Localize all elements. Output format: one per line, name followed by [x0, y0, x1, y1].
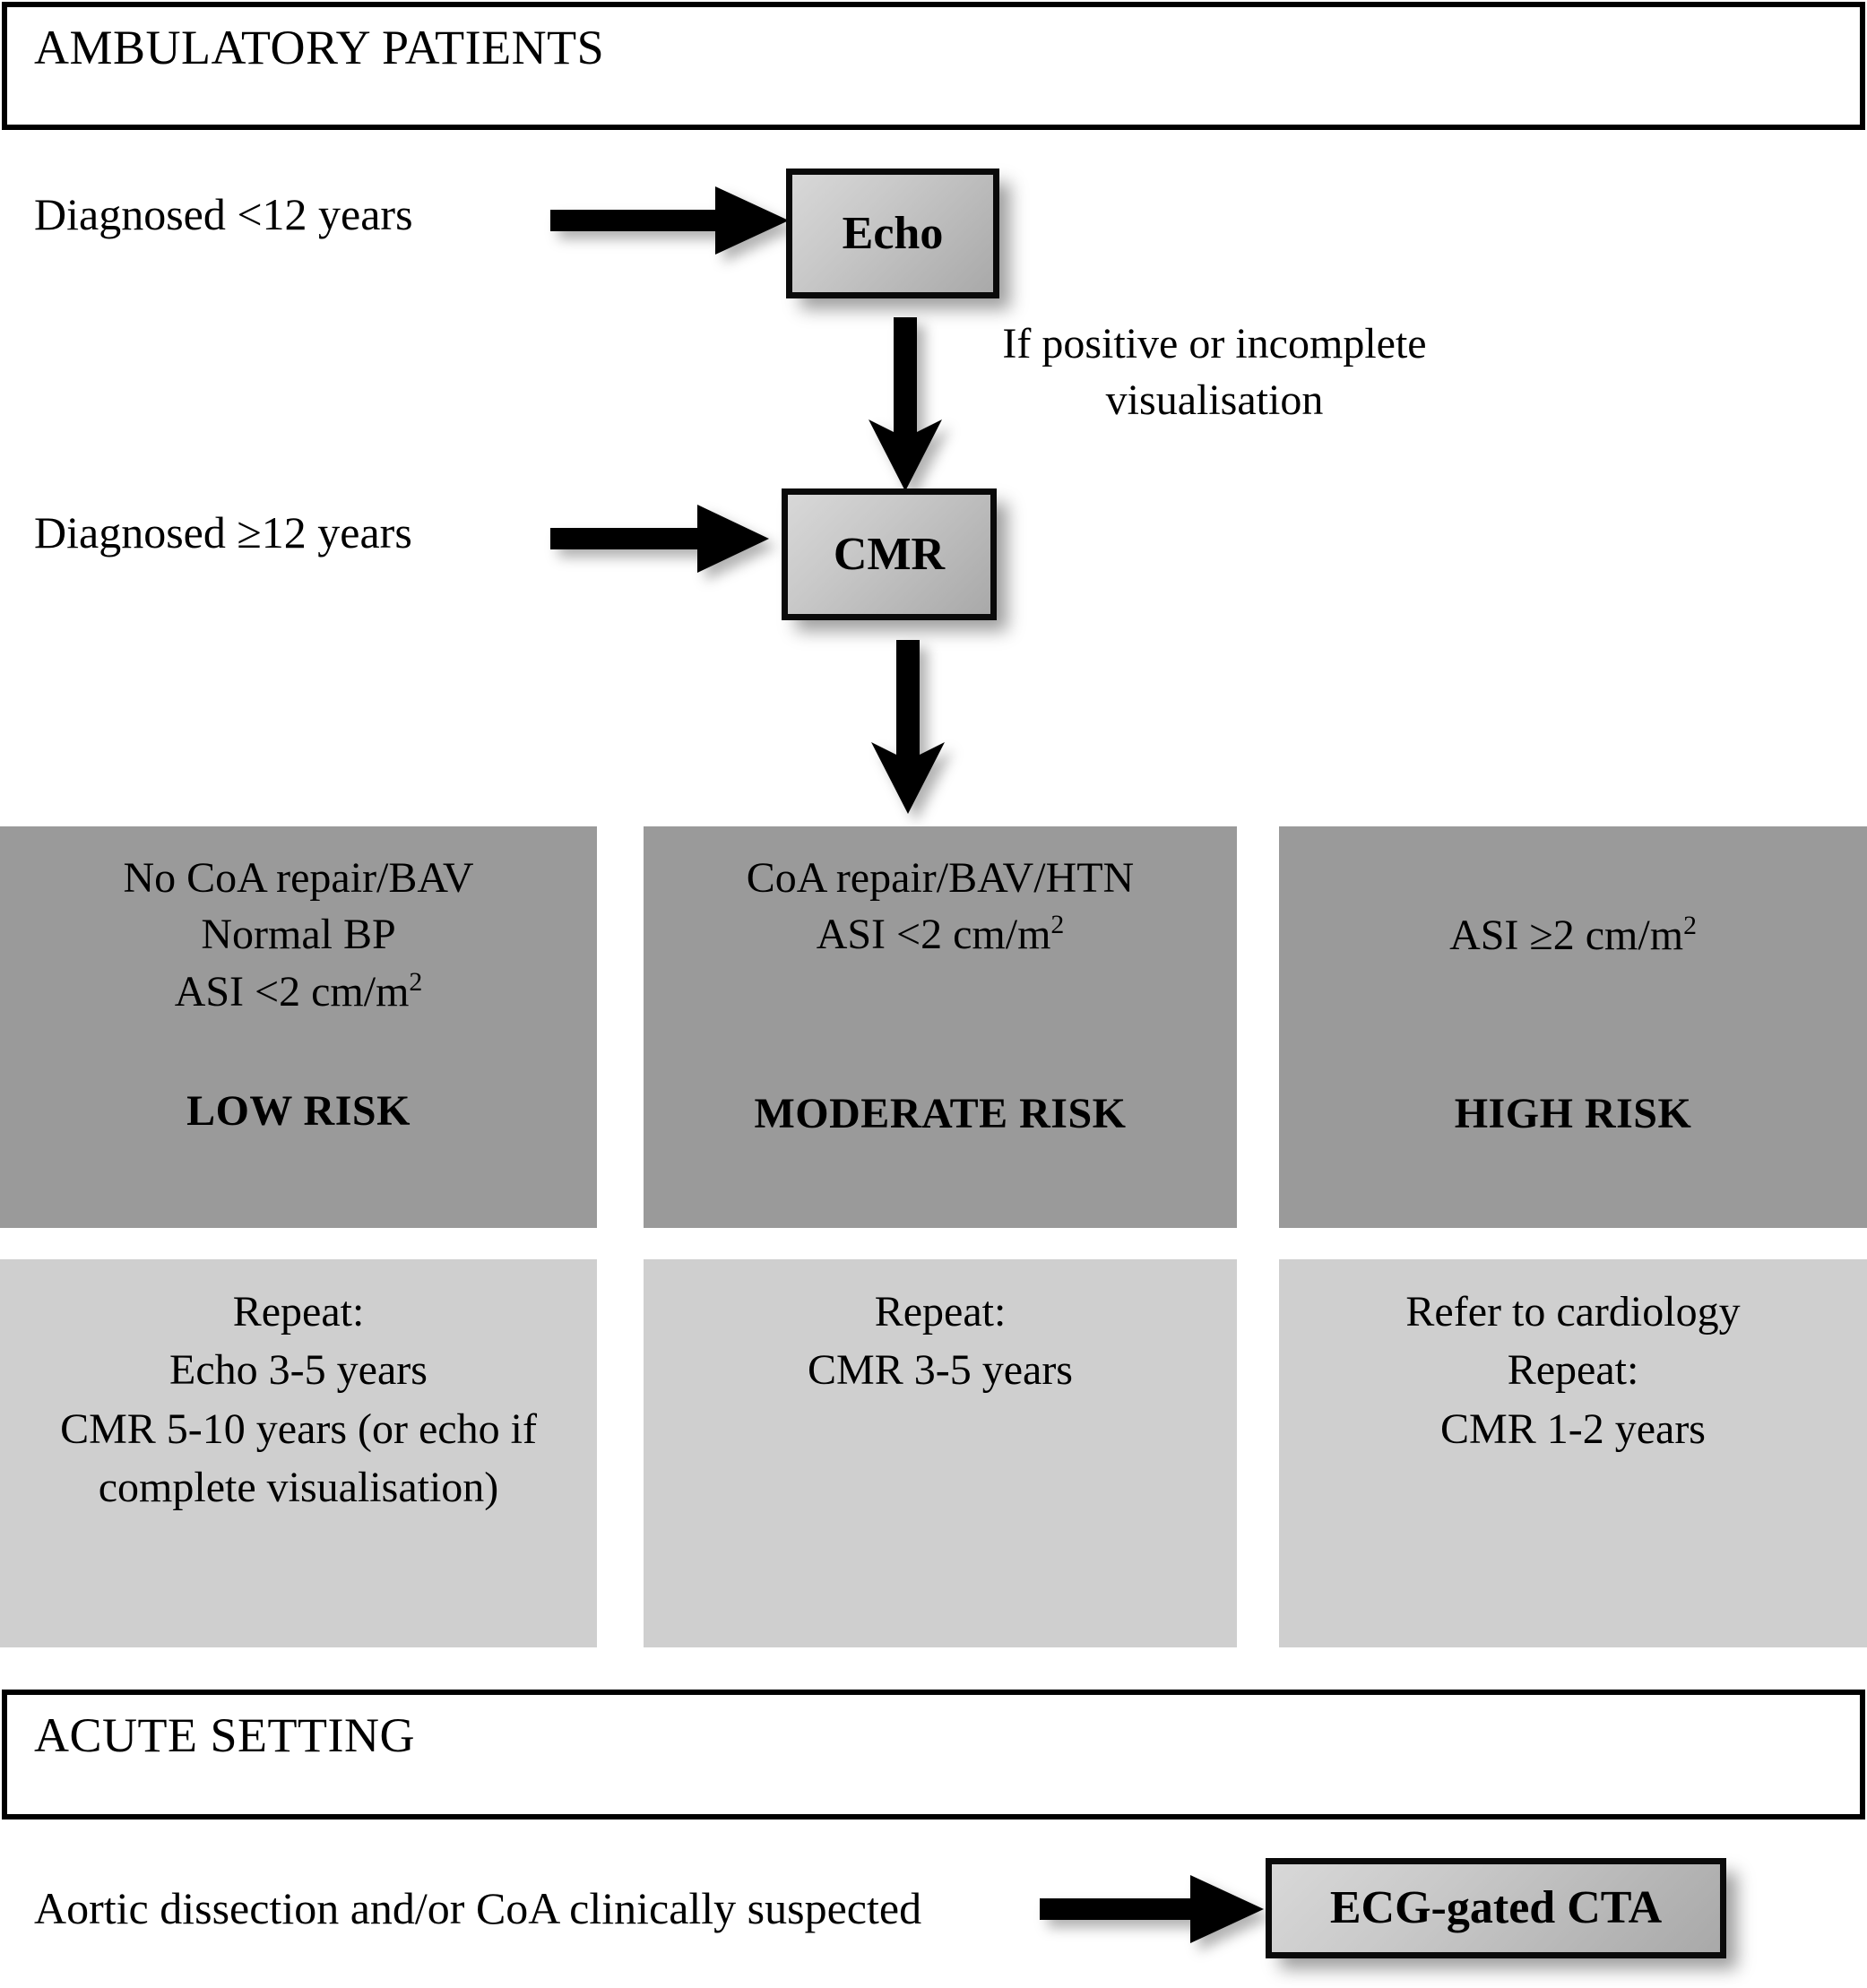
followup-line: Refer to cardiology — [1405, 1288, 1741, 1335]
followup-box-high: Refer to cardiology Repeat: CMR 1-2 year… — [1279, 1259, 1867, 1647]
followup-text-moderate: Repeat: CMR 3-5 years — [663, 1283, 1217, 1400]
arrow-right-to-echo — [549, 177, 792, 264]
followup-line: Repeat: — [232, 1288, 365, 1335]
risk-criteria-line: ASI ≥2 cm/m2 — [1449, 911, 1697, 959]
risk-criteria-line: Normal BP — [201, 911, 396, 959]
modality-box-cmr-label: CMR — [833, 528, 946, 580]
risk-criteria-line: ASI <2 cm/m2 — [816, 910, 1065, 959]
followup-line: complete visualisation) — [98, 1463, 499, 1511]
risk-box-high: ASI ≥2 cm/m2 HIGH RISK — [1279, 826, 1867, 1228]
followup-text-high: Refer to cardiology Repeat: CMR 1-2 year… — [1299, 1283, 1847, 1458]
risk-criteria-superscript: 2 — [409, 966, 423, 997]
risk-criteria-moderate: CoA repair/BAV/HTN ASI <2 cm/m2 — [660, 850, 1221, 964]
arrow-down-cmr-to-risk-strata — [859, 638, 957, 817]
arrow-right-to-cmr — [549, 496, 773, 582]
risk-criteria-superscript: 2 — [1050, 910, 1065, 940]
modality-box-ecg-gated-cta-label: ECG-gated CTA — [1329, 1882, 1663, 1933]
risk-criteria-line: CoA repair/BAV/HTN — [746, 854, 1135, 902]
section-banner-ambulatory: AMBULATORY PATIENTS — [2, 2, 1865, 130]
section-title-acute: ACUTE SETTING — [34, 1708, 415, 1762]
arrow-down-echo-to-cmr — [856, 315, 955, 495]
modality-box-cmr[interactable]: CMR — [782, 488, 997, 620]
acute-trigger-label: Aortic dissection and/or CoA clinically … — [34, 1883, 922, 1933]
escalation-note-line-2: visualisation — [1105, 376, 1324, 425]
section-title-ambulatory: AMBULATORY PATIENTS — [34, 21, 605, 74]
entry-label-diagnosed-over-12: Diagnosed ≥12 years — [34, 507, 412, 558]
modality-box-ecg-gated-cta[interactable]: ECG-gated CTA — [1266, 1858, 1726, 1958]
risk-box-moderate: CoA repair/BAV/HTN ASI <2 cm/m2 MODERATE… — [644, 826, 1237, 1228]
followup-box-low: Repeat: Echo 3-5 years CMR 5-10 years (o… — [0, 1259, 597, 1647]
followup-box-moderate: Repeat: CMR 3-5 years — [644, 1259, 1237, 1647]
modality-box-echo-label: Echo — [842, 207, 944, 259]
risk-criteria-high: ASI ≥2 cm/m2 — [1295, 907, 1851, 964]
risk-criteria-line: ASI <2 cm/m2 — [174, 966, 423, 1016]
followup-line: Repeat: — [874, 1288, 1007, 1335]
followup-line: CMR 3-5 years — [808, 1346, 1073, 1395]
risk-criteria-superscript: 2 — [1683, 911, 1697, 940]
escalation-note: If positive or incomplete visualisation — [972, 315, 1456, 429]
modality-box-echo[interactable]: Echo — [786, 169, 999, 298]
arrow-right-to-ecg-gated-cta — [1038, 1866, 1267, 1952]
followup-line: CMR 1-2 years — [1440, 1405, 1706, 1453]
risk-criteria-line: No CoA repair/BAV — [123, 854, 474, 902]
risk-level-high: HIGH RISK — [1454, 1090, 1692, 1138]
risk-box-low: No CoA repair/BAV Normal BP ASI <2 cm/m2… — [0, 826, 597, 1228]
risk-criteria-low: No CoA repair/BAV Normal BP ASI <2 cm/m2 — [16, 850, 581, 1020]
section-banner-acute: ACUTE SETTING — [2, 1690, 1865, 1819]
risk-level-moderate: MODERATE RISK — [754, 1089, 1127, 1137]
escalation-note-line-1: If positive or incomplete — [1002, 320, 1427, 367]
followup-line: CMR 5-10 years (or echo if — [60, 1405, 537, 1453]
followup-line: Repeat: — [1507, 1346, 1639, 1395]
followup-text-low: Repeat: Echo 3-5 years CMR 5-10 years (o… — [20, 1283, 577, 1517]
entry-label-diagnosed-under-12: Diagnosed <12 years — [34, 189, 413, 239]
followup-line: Echo 3-5 years — [169, 1346, 428, 1395]
risk-level-low: LOW RISK — [186, 1087, 411, 1136]
